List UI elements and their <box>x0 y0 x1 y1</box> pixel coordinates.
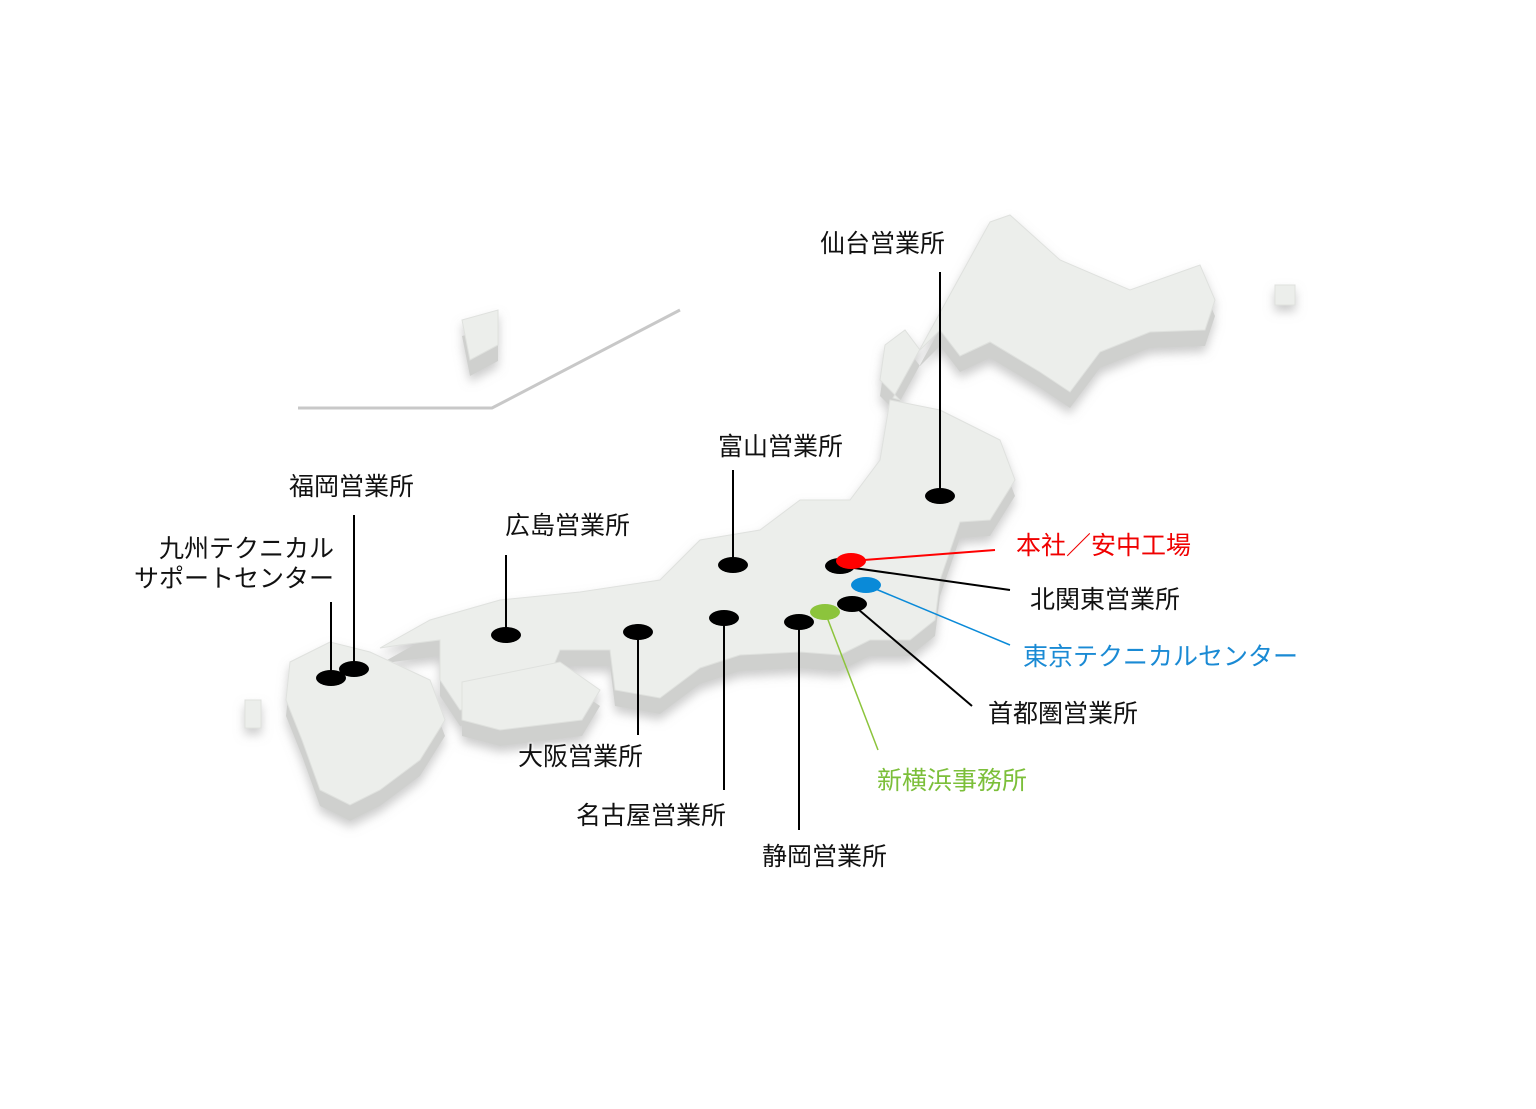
marker-shizuoka[interactable] <box>784 614 814 630</box>
hokkaido <box>879 214 1216 402</box>
marker-tokyo-tech[interactable] <box>851 577 881 593</box>
label-kita-kanto[interactable]: 北関東営業所 <box>1030 585 1181 614</box>
marker-hiroshima[interactable] <box>491 627 521 643</box>
label-shutoken[interactable]: 首都圏営業所 <box>988 699 1139 728</box>
label-fukuoka[interactable]: 福岡営業所 <box>289 472 415 501</box>
honshu <box>379 399 1016 711</box>
inset-divider <box>298 308 681 410</box>
landmass <box>244 214 1296 821</box>
marker-osaka[interactable] <box>623 624 653 640</box>
marker-shutoken[interactable] <box>837 596 867 612</box>
marker-shin-yokohama[interactable] <box>810 604 840 620</box>
marker-nagoya[interactable] <box>709 610 739 626</box>
label-nagoya[interactable]: 名古屋営業所 <box>576 801 727 830</box>
label-tokyo-tech[interactable]: 東京テクニカルセンター <box>1023 642 1299 671</box>
label-shizuoka[interactable]: 静岡営業所 <box>762 842 888 871</box>
label-osaka[interactable]: 大阪営業所 <box>518 742 644 771</box>
label-toyama[interactable]: 富山営業所 <box>718 432 844 461</box>
label-headquarters[interactable]: 本社／安中工場 <box>1016 531 1192 560</box>
leader-lines <box>330 272 1011 830</box>
shikoku <box>461 661 601 731</box>
okinawa-island <box>461 309 499 361</box>
label-shin-yokohama[interactable]: 新横浜事務所 <box>877 766 1028 795</box>
label-kyushu-tech-line1: 九州テクニカル <box>158 534 334 563</box>
marker-toyama[interactable] <box>718 557 748 573</box>
label-hiroshima[interactable]: 広島営業所 <box>505 511 631 540</box>
island <box>1274 284 1296 306</box>
label-kyushu-tech[interactable]: 九州テクニカル サポートセンター <box>120 534 334 594</box>
marker-fukuoka[interactable] <box>339 661 369 677</box>
island <box>244 699 262 729</box>
label-sendai[interactable]: 仙台営業所 <box>820 229 946 258</box>
marker-headquarters[interactable] <box>836 553 866 569</box>
marker-sendai[interactable] <box>925 488 955 504</box>
label-kyushu-tech-line2: サポートセンター <box>133 564 334 593</box>
marker-kyushu-tech[interactable] <box>316 670 346 686</box>
